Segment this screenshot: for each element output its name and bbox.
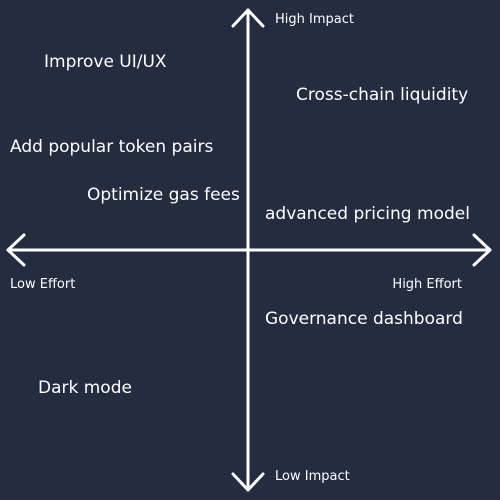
arrow-left-icon bbox=[6, 233, 26, 267]
axis-label-high-impact: High Impact bbox=[275, 12, 354, 27]
arrow-down-icon bbox=[231, 472, 265, 492]
item-improve-ui-ux: Improve UI/UX bbox=[44, 52, 167, 72]
arrow-up-icon bbox=[231, 8, 265, 28]
axis-label-low-effort: Low Effort bbox=[10, 277, 76, 292]
item-add-popular-token-pairs: Add popular token pairs bbox=[10, 137, 214, 157]
arrow-right-icon bbox=[472, 233, 492, 267]
item-dark-mode: Dark mode bbox=[38, 378, 132, 398]
axis-label-low-impact: Low Impact bbox=[275, 469, 350, 484]
item-governance-dashboard: Governance dashboard bbox=[265, 309, 463, 329]
item-optimize-gas-fees: Optimize gas fees bbox=[87, 185, 240, 205]
item-advanced-pricing-model: advanced pricing model bbox=[265, 204, 470, 224]
item-cross-chain-liquidity: Cross-chain liquidity bbox=[296, 85, 469, 105]
axis-label-high-effort: High Effort bbox=[392, 277, 462, 292]
